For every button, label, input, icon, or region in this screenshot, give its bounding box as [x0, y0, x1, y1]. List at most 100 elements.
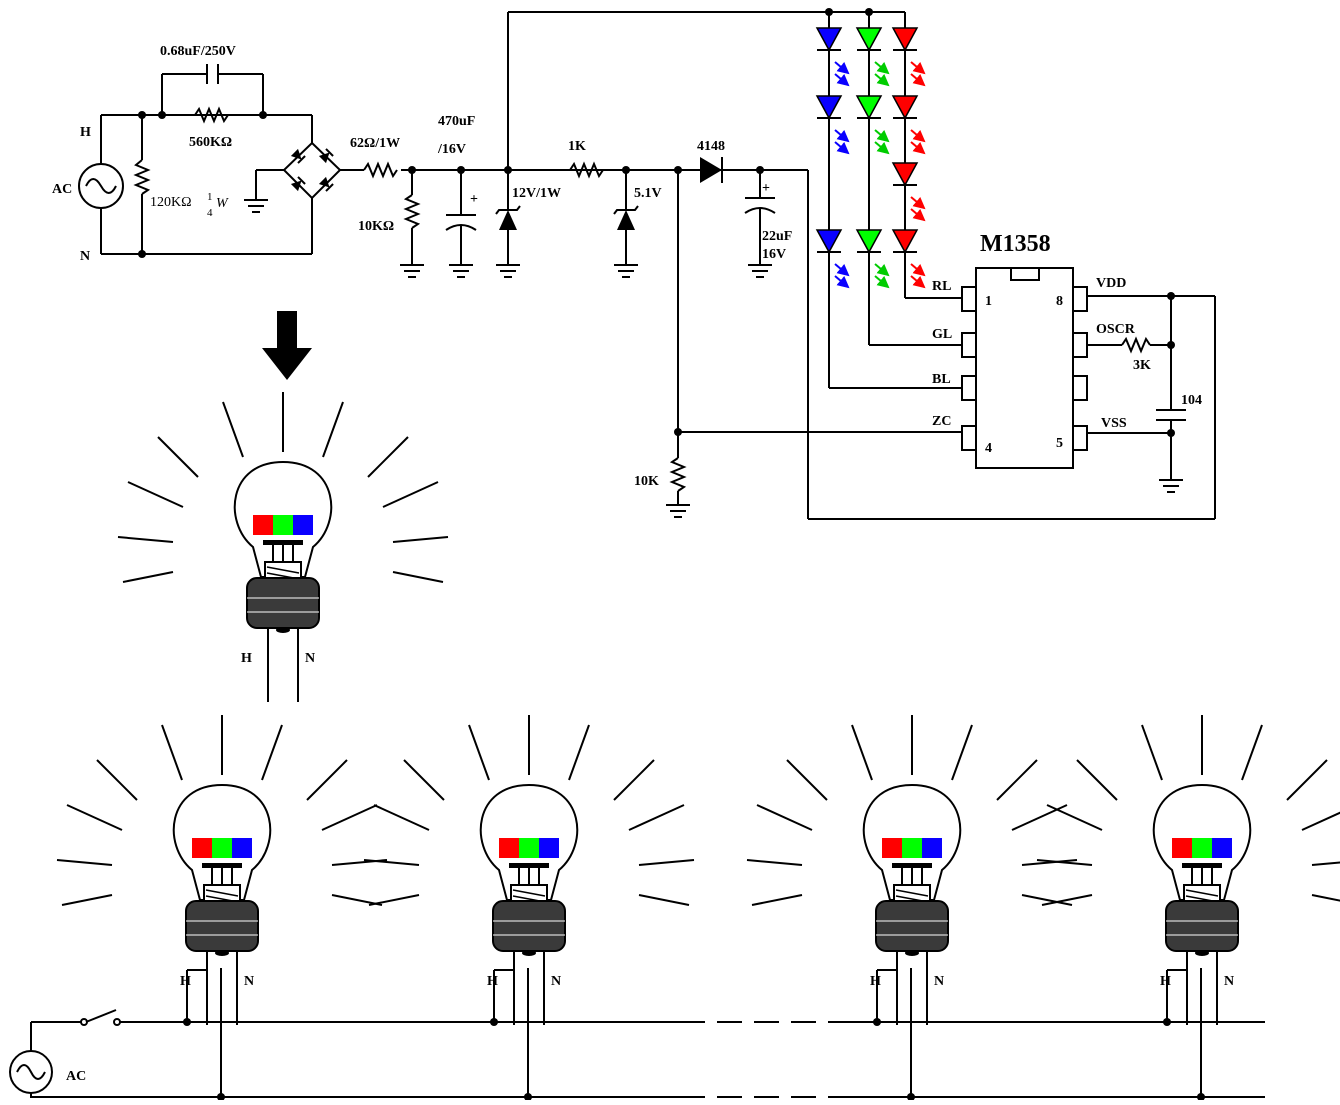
bulb-socket-icon — [492, 900, 566, 952]
junction-dot — [756, 166, 764, 174]
res-10k-label: 10KΩ — [358, 219, 394, 234]
circuit-labels: H N AC 0.68uF/250V 560KΩ 120KΩ 1 4 W 62Ω… — [52, 44, 1202, 489]
pin-5-number: 5 — [1056, 436, 1063, 451]
junction-dot — [457, 166, 465, 174]
ground-icon — [666, 504, 690, 518]
led-red-icon — [891, 27, 926, 87]
blue-led-chip — [1212, 838, 1232, 858]
res-10k-zc-label: 10K — [634, 474, 659, 489]
resistor-560k-icon — [194, 106, 229, 124]
light-ray — [1141, 724, 1163, 781]
bulb-socket-icon — [1165, 900, 1239, 952]
cap-068-label: 0.68uF/250V — [160, 44, 236, 59]
resistor-10k-icon — [403, 194, 421, 229]
cap-22-label-2: 16V — [762, 247, 786, 262]
junction-dot — [1167, 341, 1175, 349]
resistor-10k-zc-icon — [669, 457, 687, 492]
light-ray — [403, 759, 445, 801]
light-ray — [61, 894, 113, 906]
green-led-chip — [273, 515, 293, 535]
network-labels: AC — [66, 1069, 86, 1084]
network-ac-label: AC — [66, 1069, 86, 1084]
led-array — [815, 12, 962, 389]
bridge-diode-icon — [318, 148, 334, 164]
pin-gl-label: GL — [932, 327, 952, 342]
diode-label: 4148 — [697, 139, 725, 154]
light-ray — [751, 894, 803, 906]
red-led-chip — [192, 838, 212, 858]
green-led-chip — [212, 838, 232, 858]
light-ray — [1076, 759, 1118, 801]
ground-icon — [449, 264, 473, 278]
junction-dot — [1167, 429, 1175, 437]
bridge-diode-icon — [290, 176, 306, 192]
chip-name: M1358 — [980, 231, 1051, 257]
red-led-chip — [1172, 838, 1192, 858]
pin-bl-label: BL — [932, 372, 951, 387]
light-ray — [392, 536, 449, 543]
light-ray — [638, 894, 690, 906]
light-ray — [1021, 859, 1078, 866]
power-supply-section — [78, 11, 1216, 520]
light-ray — [117, 536, 174, 543]
pin-8-number: 8 — [1056, 294, 1063, 309]
h-label: H — [80, 125, 91, 140]
pin-rl-label: RL — [932, 279, 951, 294]
light-ray — [996, 759, 1038, 801]
led-red-icon — [891, 95, 926, 155]
zener-diode-icon — [495, 205, 521, 230]
n-label: N — [80, 249, 90, 264]
light-ray — [1011, 804, 1068, 831]
led-column-green — [855, 12, 962, 346]
network-wiring — [9, 1009, 1265, 1098]
red-led-chip — [499, 838, 519, 858]
junction-dot — [504, 166, 512, 174]
ground-icon — [496, 264, 520, 278]
bulb-h-label: H — [870, 974, 881, 989]
bulb-h-label: H — [180, 974, 191, 989]
light-ray — [157, 436, 199, 478]
light-ray — [851, 724, 873, 781]
led-blue-icon — [815, 27, 850, 87]
junction-dot — [259, 111, 267, 119]
light-ray — [392, 571, 444, 583]
green-led-chip — [1192, 838, 1212, 858]
junction-dot — [138, 250, 146, 258]
light-ray — [96, 759, 138, 801]
light-ray — [122, 571, 174, 583]
bulb-n-label: N — [305, 651, 315, 666]
bulb-n-label: N — [244, 974, 254, 989]
network-bulb — [873, 968, 915, 1101]
bulb-h-label: H — [1160, 974, 1171, 989]
switch-icon — [85, 1009, 117, 1023]
ac-label: AC — [52, 182, 72, 197]
down-arrow-icon — [262, 311, 312, 380]
led-red-icon — [891, 229, 926, 289]
led-blue-icon — [815, 95, 850, 155]
light-ray — [746, 859, 803, 866]
red-led-chip — [882, 838, 902, 858]
cap-22-label-1: 22uF — [762, 229, 792, 244]
bridge-diode-icon — [290, 148, 306, 164]
led-column-blue — [815, 12, 962, 389]
cap-470-label-1: 470uF — [438, 114, 475, 129]
light-ray — [628, 804, 685, 831]
light-ray — [951, 724, 973, 781]
cap-470-label-2: /16V — [437, 142, 466, 157]
chip-m1358 — [961, 267, 1088, 469]
res-560-label: 560KΩ — [189, 135, 232, 150]
ground-icon — [748, 264, 772, 278]
ground-icon — [400, 264, 424, 278]
led-green-icon — [855, 95, 890, 155]
light-ray — [127, 481, 184, 508]
res-120-label: 120KΩ — [150, 195, 192, 210]
zener-5-label: 5.1V — [634, 186, 662, 201]
light-ray — [161, 724, 183, 781]
light-ray — [66, 804, 123, 831]
junction-dots — [138, 8, 1175, 437]
network-bulb — [183, 968, 225, 1101]
blue-led-chip — [232, 838, 252, 858]
